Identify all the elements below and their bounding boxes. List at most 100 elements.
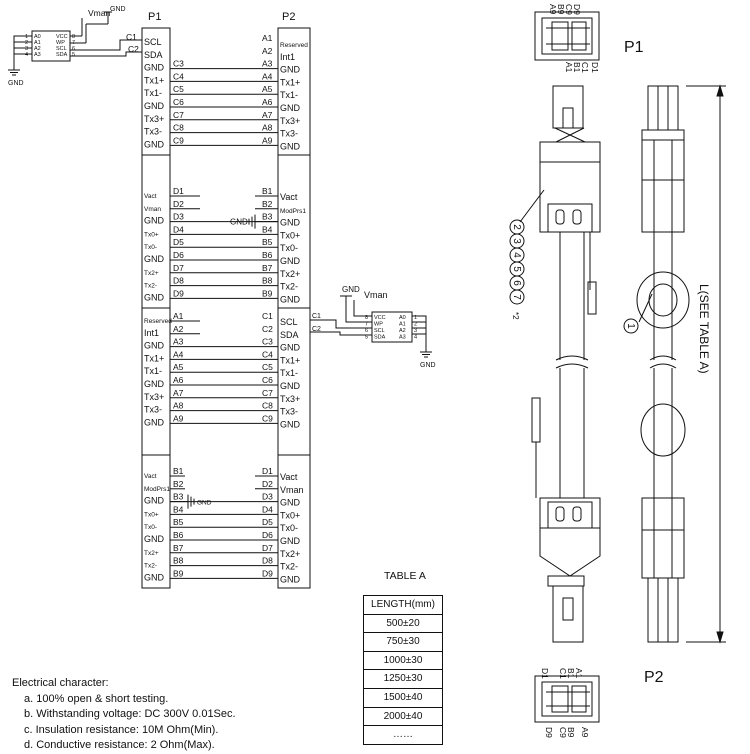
wire-label: A9 (173, 413, 184, 423)
balloon-number: 2 (511, 224, 522, 230)
table-row: 2000±40 (364, 708, 442, 727)
eeprom-pin-number: 2 (414, 322, 417, 328)
wire-label: B6 (173, 530, 184, 540)
wire-label: D3 (173, 212, 184, 222)
balloon-number: 6 (511, 280, 522, 286)
p2-pin-number: A7 (262, 110, 273, 120)
p2-pin-label: GND (280, 218, 301, 228)
balloon-circle (623, 318, 639, 334)
balloon-circle (509, 289, 525, 305)
top-connector-end-view (534, 11, 600, 61)
table-row: 1250±30 (364, 670, 442, 689)
p1-pin-label: Tx2- (144, 563, 157, 570)
p2-pin-number: C9 (262, 413, 273, 423)
cable-drawing (519, 11, 726, 723)
wire-label: B4 (173, 504, 184, 514)
eeprom-pin: WP (56, 40, 65, 46)
p1-pin-label: Tx3+ (144, 392, 164, 402)
p2-pin-label: GND (280, 65, 301, 75)
p2-pin-number: D9 (262, 568, 273, 578)
wire-label: A1 (173, 311, 184, 321)
p2-pin-number: A4 (262, 71, 273, 81)
p2-pin-number: B6 (262, 250, 273, 260)
p2-pin-label: Tx2- (280, 282, 298, 292)
balloon-number: 5 (511, 266, 522, 272)
p2-pin-label: GND (280, 103, 301, 113)
eeprom-pin-number: 4 (25, 52, 28, 58)
length-dimension-label: L(SEE TABLE A) (697, 284, 711, 374)
p1-pin-label: Tx2+ (144, 270, 159, 277)
p1-pin-label: Tx0- (144, 524, 157, 531)
view-p2-label: P2 (644, 669, 664, 686)
p2-pin-label: SDA (280, 330, 299, 340)
bottom-end-pin-label: C9 (558, 727, 568, 738)
eeprom-mid-gnd-2: GND (420, 362, 436, 369)
p2-pin-number: D7 (262, 543, 273, 553)
wire-label: C7 (173, 110, 184, 120)
eeprom-pin-number: 8 (72, 34, 75, 40)
p1-pin-label: GND (144, 101, 165, 111)
eeprom-top-gnd-2: GND (8, 80, 24, 87)
wire-label: C4 (173, 71, 184, 81)
view-p1-label: P1 (624, 39, 644, 56)
eeprom-mid-c2: C2 (312, 326, 321, 333)
eeprom-pin-number: 6 (365, 328, 368, 334)
schematic-wiring: SCLSDAGNDTx1+Tx1-GNDTx3+Tx3-GNDReservedI… (144, 33, 308, 584)
p2-pin-label: GND (280, 574, 301, 584)
eeprom-mid-gnd: GND (342, 285, 360, 294)
note-item: c. Insulation resistance: 10M Ohm(Min). (24, 723, 219, 736)
p1-pin-label: Tx3- (144, 127, 162, 137)
eeprom-pin-number: 1 (414, 315, 417, 321)
top-end-pin-label: C9 (564, 4, 574, 15)
p1-pin-label: SCL (144, 37, 162, 47)
p2-pin-number: D8 (262, 556, 273, 566)
p2-pin-label: GND (280, 256, 301, 266)
notes-title: Electrical character: (12, 677, 109, 689)
balloon-number: 4 (511, 252, 522, 258)
table-row: 1000±30 (364, 652, 442, 671)
p2-pin-label: Tx0+ (280, 510, 300, 520)
p2-pin-number: D2 (262, 479, 273, 489)
eeprom-pin: A0 (34, 34, 41, 40)
eeprom-pin-number: 7 (365, 322, 368, 328)
p2-pin-label: Tx1- (280, 368, 298, 378)
eeprom-mid-vman: Vman (364, 290, 388, 300)
p1-pin-label: Tx1- (144, 366, 162, 376)
wire-label: D7 (173, 263, 184, 273)
p2-pin-label: Vact (280, 472, 298, 482)
p1-pin-label: GND (144, 63, 165, 73)
top-end-pin-label: B1 (572, 62, 582, 73)
p2-pin-number: D4 (262, 504, 273, 514)
p2-pin-number: D6 (262, 530, 273, 540)
p2-pin-number: C1 (262, 311, 273, 321)
p2-title: P2 (282, 11, 295, 23)
eeprom-pin: VCC (56, 34, 68, 40)
p2-pin-number: B3 (262, 212, 273, 222)
wire-label: D5 (173, 237, 184, 247)
p2-pin-number: C6 (262, 375, 273, 385)
p2-pin-number: A8 (262, 123, 273, 133)
p2-pin-number: A5 (262, 84, 273, 94)
p1-pin-label: Tx2- (144, 283, 157, 290)
p2-pin-label: Tx2+ (280, 549, 300, 559)
p2-pin-label: SCL (280, 317, 298, 327)
p2-pin-label: GND (280, 536, 301, 546)
p2-pin-number: A2 (262, 46, 273, 56)
eeprom-pin-number: 8 (365, 315, 368, 321)
p2-pin-label: GND (280, 381, 301, 391)
wire-label: A3 (173, 337, 184, 347)
eeprom-pin-number: 4 (414, 335, 417, 341)
top-end-pin-label: A1 (564, 62, 574, 73)
p1-pin-label: GND (144, 341, 165, 351)
p1-pin-label: Tx3- (144, 405, 162, 415)
note-item: b. Withstanding voltage: DC 300V 0.01Sec… (24, 708, 236, 720)
p1-pin-label: Tx1+ (144, 75, 164, 85)
p2-pin-label: Tx3+ (280, 394, 300, 404)
bottom-end-pin-label: B1 (566, 668, 576, 679)
p2-pin-label: Tx1- (280, 90, 298, 100)
p2-pin-number: D5 (262, 517, 273, 527)
p1-pin-label: Int1 (144, 328, 159, 338)
top-end-pin-label: B9 (556, 4, 566, 15)
p2-pin-number: B8 (262, 276, 273, 286)
wire-label: B9 (173, 568, 184, 578)
